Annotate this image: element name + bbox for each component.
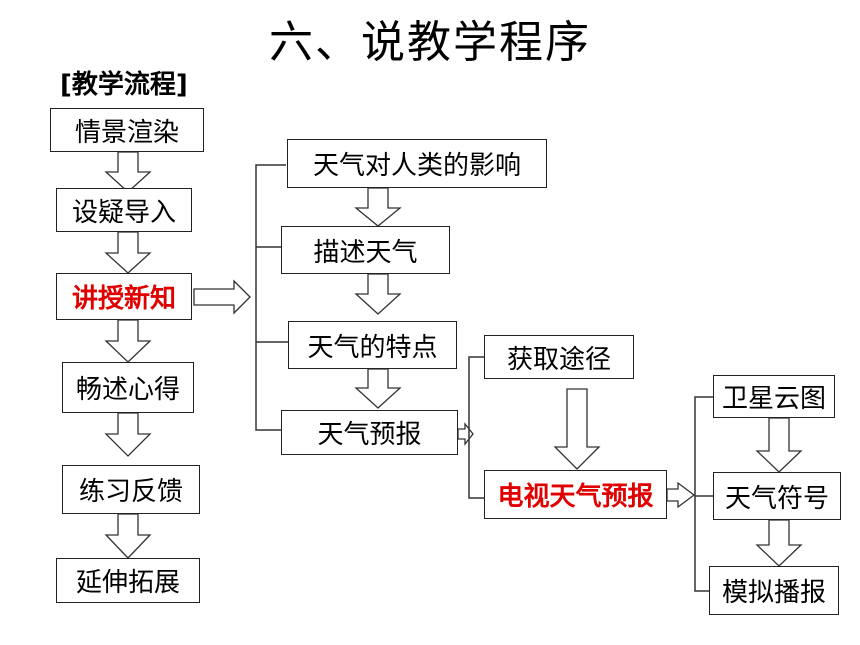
sub-box-1: 天气对人类的影响: [287, 139, 547, 188]
flow-box-2: 设疑导入: [56, 188, 192, 232]
down-arrow-2: [104, 231, 152, 274]
sub-box-3: 天气的特点: [288, 321, 457, 369]
down-arrow-5: [104, 513, 152, 559]
forecast-box-1: 获取途径: [484, 335, 634, 379]
down-arrow-tv-2: [755, 519, 803, 567]
flow-box-1: 情景渲染: [50, 108, 204, 152]
flow-box-3-highlight: 讲授新知: [56, 273, 192, 320]
flow-box-6: 延伸拓展: [56, 558, 200, 603]
tv-box-1: 卫星云图: [713, 375, 835, 418]
down-arrow-sub-2: [354, 273, 402, 315]
down-arrow-tv-1: [755, 417, 803, 473]
tv-box-3: 模拟播报: [709, 566, 839, 615]
down-arrow-sub-1: [354, 187, 402, 227]
forecast-box-2-highlight: 电视天气预报: [484, 470, 667, 519]
down-arrow-sub-3: [354, 368, 402, 409]
sub-box-2: 描述天气: [281, 226, 450, 274]
page-title: 六、说教学程序: [269, 17, 591, 68]
tv-box-2: 天气符号: [713, 472, 841, 520]
flow-box-5: 练习反馈: [62, 465, 200, 514]
right-arrow-tv: [666, 481, 696, 509]
down-arrow-3: [104, 319, 152, 363]
down-arrow-1: [104, 151, 152, 193]
sub-box-4: 天气预报: [281, 410, 458, 455]
right-arrow-main: [193, 279, 251, 315]
down-arrow-forecast: [553, 388, 601, 470]
down-arrow-4: [104, 412, 152, 457]
flow-box-4: 畅述心得: [62, 362, 194, 413]
right-arrow-forecast: [457, 422, 474, 446]
section-label: [教学流程]: [60, 70, 188, 100]
